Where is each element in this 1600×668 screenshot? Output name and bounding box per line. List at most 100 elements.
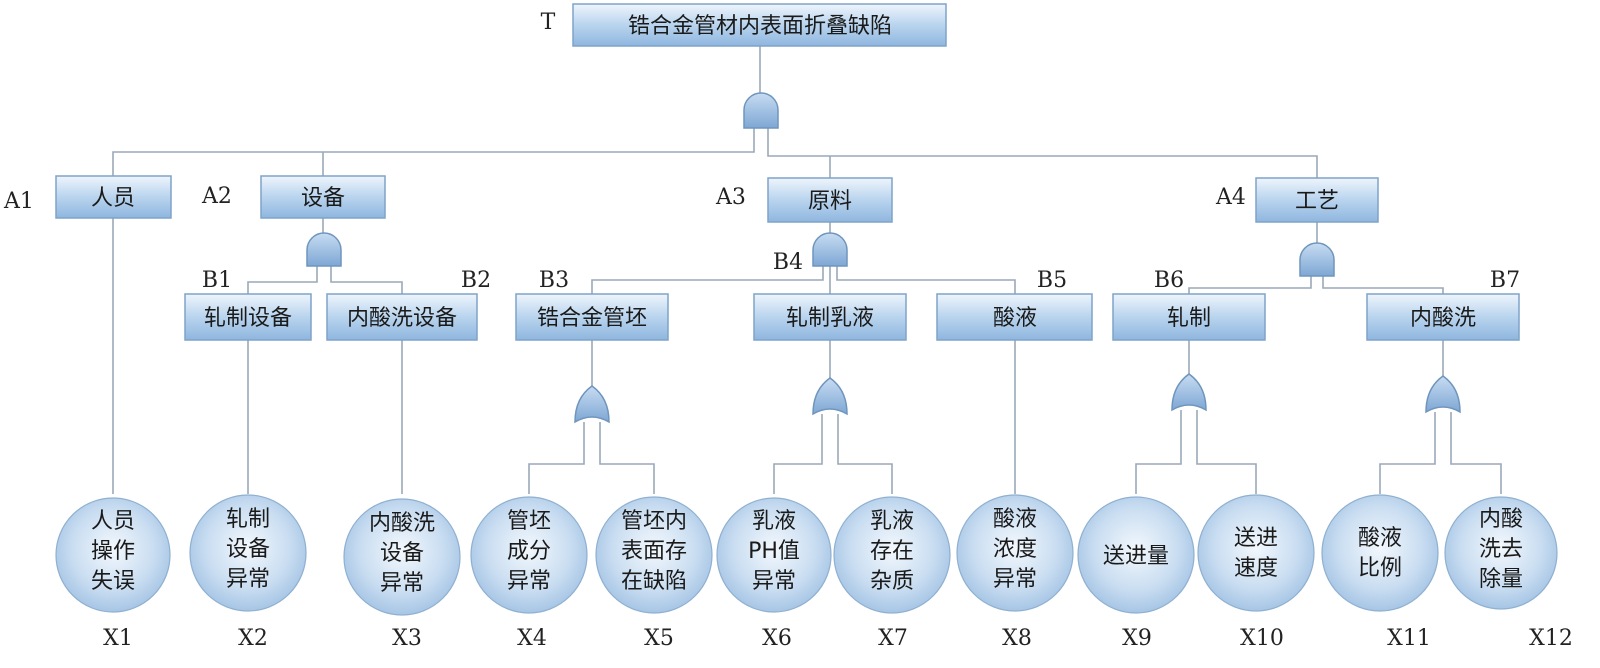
event-a3-id: A3 <box>715 185 746 210</box>
event-a4-label: 工艺 <box>1295 189 1339 214</box>
top-event-id: T <box>541 10 556 35</box>
event-b6-id: B6 <box>1154 268 1184 293</box>
x4-id: X4 <box>517 626 547 651</box>
basic-event-x12: 内酸 洗去 除量 X12 <box>1444 496 1573 651</box>
event-a3-label: 原料 <box>808 189 852 214</box>
x12-line3: 除量 <box>1479 567 1523 592</box>
x4-line1: 管坯 <box>507 509 551 534</box>
x5-line1: 管坯内 <box>621 509 687 534</box>
gates <box>306 92 1461 424</box>
basic-event-x4: 管坯 成分 异常 X4 <box>470 496 588 651</box>
event-a2-id: A2 <box>201 184 232 209</box>
top-and-gate <box>743 92 779 129</box>
event-a1-id: A1 <box>3 189 34 214</box>
x3-id: X3 <box>392 626 422 651</box>
x6-line2: PH值 <box>748 539 800 564</box>
x11-line2: 比例 <box>1358 556 1402 581</box>
event-a1: 人员 A1 <box>3 175 172 219</box>
b6-or-gate <box>1171 373 1207 412</box>
x11-id: X11 <box>1387 626 1431 651</box>
event-b4-label: 轧制乳液 <box>786 306 874 331</box>
event-b1-label: 轧制设备 <box>204 306 292 331</box>
basic-event-x3: 内酸洗 设备 异常 X3 <box>343 498 461 651</box>
x7-id: X7 <box>878 626 908 651</box>
x8-line1: 酸液 <box>993 507 1037 532</box>
x2-line1: 轧制 <box>226 507 270 532</box>
a2-and-gate <box>306 232 342 267</box>
basic-event-x8: 酸液 浓度 异常 X8 <box>956 494 1074 651</box>
connector-lines <box>112 46 1502 494</box>
basic-events: 人员 操作 失误 X1 轧制 设备 异常 X2 内酸洗 设备 异常 X3 管坯 … <box>55 494 1573 651</box>
top-event: 锆合金管材内表面折叠缺陷 T <box>541 3 947 47</box>
x4-line2: 成分 <box>507 539 551 564</box>
a4-and-gate <box>1299 242 1335 277</box>
event-b1: 轧制设备 B1 <box>184 268 312 341</box>
event-a2-label: 设备 <box>301 186 345 211</box>
x10-line1: 送进 <box>1234 526 1278 551</box>
basic-event-x11: 酸液 比例 X11 <box>1321 494 1439 651</box>
x11-line1: 酸液 <box>1358 526 1402 551</box>
event-b4-id: B4 <box>773 250 803 275</box>
event-b7: 内酸洗 B7 <box>1366 268 1520 341</box>
x12-line1: 内酸 <box>1479 507 1523 532</box>
x12-id: X12 <box>1529 626 1573 651</box>
x10-line2: 速度 <box>1234 556 1278 581</box>
x8-line2: 浓度 <box>993 537 1037 562</box>
event-b2: 内酸洗设备 B2 <box>326 268 491 341</box>
x1-id: X1 <box>103 626 133 651</box>
x8-id: X8 <box>1002 626 1032 651</box>
x5-line2: 表面存 <box>621 539 687 564</box>
x3-line1: 内酸洗 <box>369 511 435 536</box>
basic-event-x7: 乳液 存在 杂质 X7 <box>833 496 951 651</box>
x6-line3: 异常 <box>752 569 796 594</box>
x3-line3: 异常 <box>380 571 424 596</box>
x8-line3: 异常 <box>993 567 1037 592</box>
x5-id: X5 <box>644 626 674 651</box>
x7-line1: 乳液 <box>870 509 914 534</box>
x5-line3: 在缺陷 <box>621 569 687 594</box>
event-a4: 工艺 A4 <box>1215 177 1379 223</box>
x10-id: X10 <box>1240 626 1284 651</box>
event-b3-label: 锆合金管坯 <box>537 306 647 331</box>
x3-line2: 设备 <box>380 541 424 566</box>
event-a1-label: 人员 <box>91 186 135 211</box>
x1-line3: 失误 <box>91 569 135 594</box>
event-a2: 设备 A2 <box>201 175 386 219</box>
level1-events: 人员 A1 设备 A2 原料 A3 工艺 A4 <box>3 175 1379 223</box>
basic-event-x9: 送进量 X9 <box>1077 496 1195 651</box>
basic-event-x5: 管坯内 表面存 在缺陷 X5 <box>595 496 713 651</box>
x4-line3: 异常 <box>507 569 551 594</box>
event-b3-id: B3 <box>539 268 569 293</box>
event-b3: 锆合金管坯 B3 <box>515 268 669 341</box>
x9-id: X9 <box>1122 626 1152 651</box>
event-b7-label: 内酸洗 <box>1410 306 1476 331</box>
event-b1-id: B1 <box>202 268 232 293</box>
event-b5-id: B5 <box>1037 268 1067 293</box>
b7-or-gate <box>1425 375 1461 414</box>
basic-event-x2: 轧制 设备 异常 X2 <box>189 494 307 651</box>
b3-or-gate <box>574 385 610 424</box>
x1-line2: 操作 <box>91 539 135 564</box>
x7-line3: 杂质 <box>870 569 914 594</box>
event-b2-id: B2 <box>461 268 491 293</box>
x6-line1: 乳液 <box>752 509 796 534</box>
x6-id: X6 <box>762 626 792 651</box>
a3-and-gate <box>812 232 848 267</box>
event-b7-id: B7 <box>1490 268 1520 293</box>
event-b5: 酸液 B5 <box>936 268 1093 341</box>
event-a3: 原料 A3 <box>715 177 893 223</box>
x2-line2: 设备 <box>226 537 270 562</box>
level2-events: 轧制设备 B1 内酸洗设备 B2 锆合金管坯 B3 轧制乳液 B4 酸液 B5 … <box>184 250 1520 341</box>
basic-event-x10: 送进 速度 X10 <box>1197 494 1315 651</box>
basic-event-x6: 乳液 PH值 异常 X6 <box>716 497 832 651</box>
top-event-label: 锆合金管材内表面折叠缺陷 <box>628 14 892 39</box>
x2-line3: 异常 <box>226 567 270 592</box>
x9-line1: 送进量 <box>1103 544 1169 569</box>
event-b4: 轧制乳液 B4 <box>753 250 907 341</box>
x1-line1: 人员 <box>91 509 135 534</box>
event-a4-id: A4 <box>1215 185 1246 210</box>
b4-or-gate <box>812 377 848 416</box>
x7-line2: 存在 <box>870 539 914 564</box>
x12-line2: 洗去 <box>1479 537 1523 562</box>
